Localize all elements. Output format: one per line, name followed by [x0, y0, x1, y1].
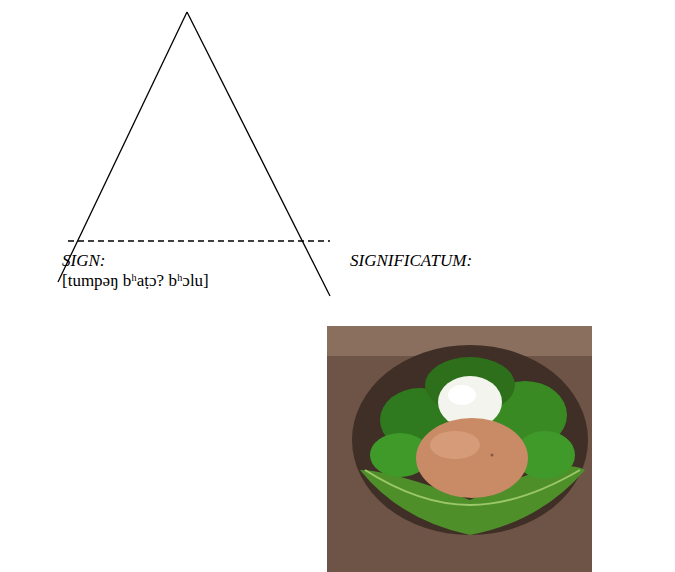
significatum-heading: SIGNIFICATUM:: [350, 251, 472, 271]
sign-transcription: [tumpəŋ bʰaṭɔ? bʰɔlu]: [62, 271, 209, 291]
dashed-line: [68, 240, 330, 241]
photo-rice-egg: [327, 326, 592, 572]
triangle-side: [187, 12, 330, 296]
sign-heading: SIGN:: [62, 251, 105, 271]
